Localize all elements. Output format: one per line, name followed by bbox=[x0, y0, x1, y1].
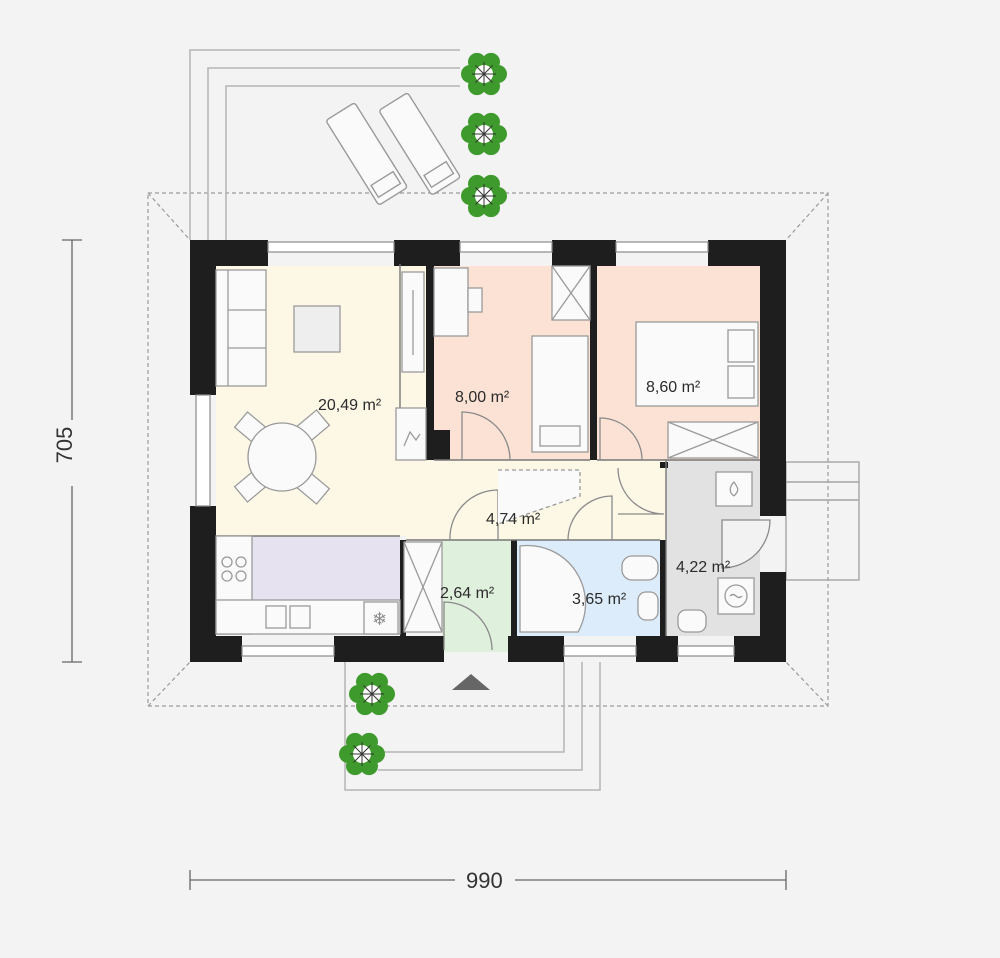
width-label: 990 bbox=[466, 868, 503, 893]
doors bbox=[443, 411, 771, 651]
plant-icon bbox=[461, 112, 507, 156]
svg-text:20,49 m²: 20,49 m² bbox=[318, 397, 382, 414]
svg-text:4,74 m²: 4,74 m² bbox=[486, 511, 541, 528]
sun-loungers bbox=[326, 92, 461, 205]
room-kitchen bbox=[252, 536, 400, 600]
area-living: 20,49 bbox=[318, 397, 358, 414]
plant-icon bbox=[461, 174, 507, 218]
area-bathroom: 3,65 bbox=[572, 591, 603, 608]
entrance-arrow bbox=[452, 674, 490, 690]
area-wc: 2,64 bbox=[440, 585, 471, 602]
svg-text:3,65 m²: 3,65 m² bbox=[572, 591, 627, 608]
svg-text:8,00 m²: 8,00 m² bbox=[455, 389, 510, 406]
area-utility: 4,22 bbox=[676, 559, 707, 576]
plant-icon bbox=[339, 732, 385, 776]
svg-text:❄: ❄ bbox=[372, 609, 387, 630]
area-bedroom-small: 8,00 bbox=[455, 389, 486, 406]
terrace-top bbox=[189, 49, 460, 240]
height-label: 705 bbox=[52, 427, 77, 464]
plants bbox=[339, 52, 507, 776]
furniture: ❄ bbox=[215, 265, 759, 635]
plant-icon bbox=[349, 672, 395, 716]
area-hall: 4,74 bbox=[486, 511, 517, 528]
room-wc bbox=[442, 540, 511, 652]
svg-text:4,22 m²: 4,22 m² bbox=[676, 559, 731, 576]
dimension-width: 990 bbox=[189, 868, 787, 893]
svg-text:8,60 m²: 8,60 m² bbox=[646, 379, 701, 396]
terrace-front bbox=[344, 662, 601, 791]
plant-icon bbox=[461, 52, 507, 96]
dimension-height: 705 bbox=[52, 239, 82, 663]
side-steps bbox=[785, 461, 860, 581]
svg-text:2,64 m²: 2,64 m² bbox=[440, 585, 495, 602]
area-labels: 20,49 m² 8,00 m² 8,60 m² 4,74 m² 2,64 m²… bbox=[318, 379, 731, 608]
windows bbox=[195, 241, 735, 657]
walls bbox=[190, 240, 786, 662]
area-bedroom-large: 8,60 bbox=[646, 379, 677, 396]
